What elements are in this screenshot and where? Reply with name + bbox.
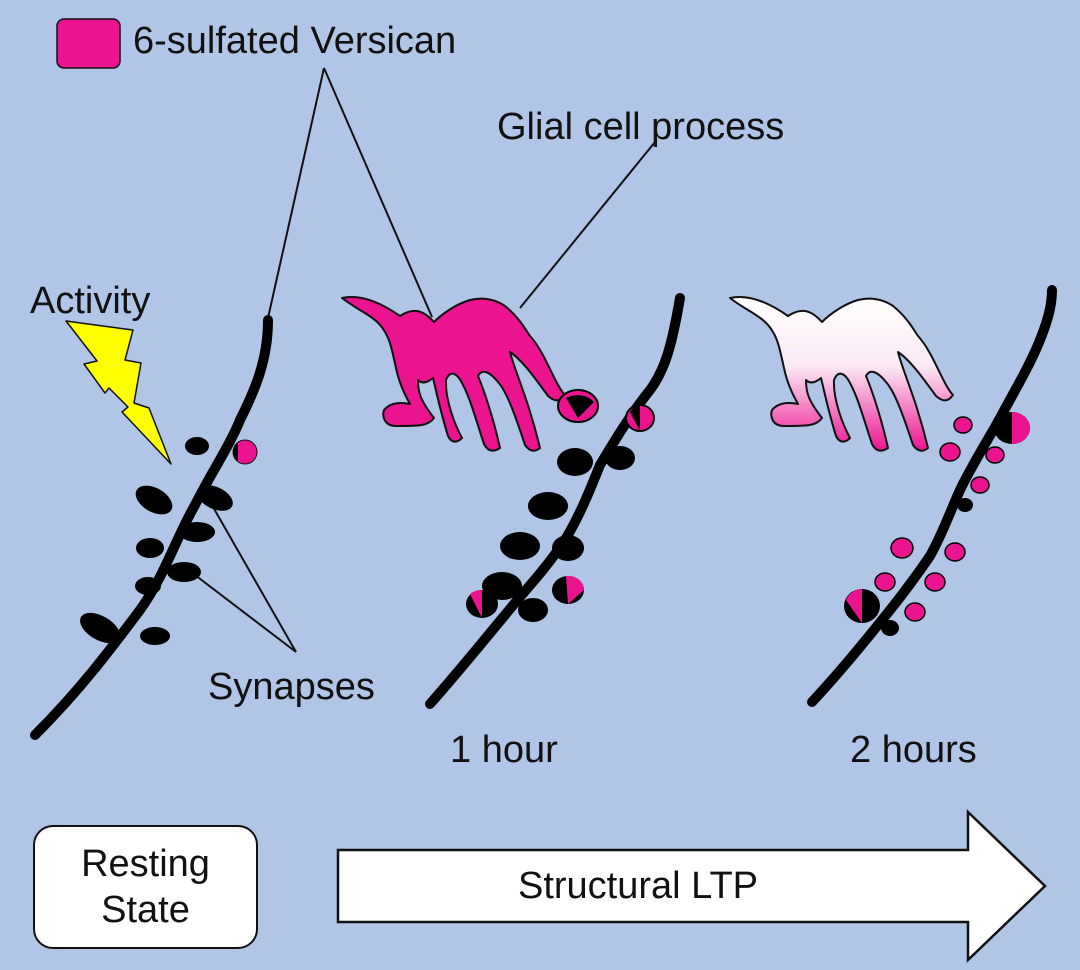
versican-spine xyxy=(232,439,258,465)
resting-state-label: Resting State xyxy=(81,842,210,931)
legend-swatch xyxy=(56,18,121,69)
glial-process-1h xyxy=(341,296,566,452)
pointer-lines xyxy=(194,67,656,653)
resting-state-box: Resting State xyxy=(33,825,258,949)
dendrite-2-hours xyxy=(807,285,1057,707)
activity-label: Activity xyxy=(30,280,151,322)
glial-process-2h xyxy=(729,296,954,452)
legend-label: 6-sulfated Versican xyxy=(133,20,457,62)
synapses-label: Synapses xyxy=(208,666,375,708)
dendrite-1-hour xyxy=(425,293,685,709)
structural-ltp-label: Structural LTP xyxy=(517,864,759,907)
structural-ltp-arrow xyxy=(336,809,1047,963)
two-hours-label: 2 hours xyxy=(850,729,977,771)
dendrite-resting xyxy=(30,315,273,740)
glial-cell-process-label: Glial cell process xyxy=(497,106,785,148)
one-hour-label: 1 hour xyxy=(450,729,558,771)
lightning-bolt-icon xyxy=(65,320,172,465)
